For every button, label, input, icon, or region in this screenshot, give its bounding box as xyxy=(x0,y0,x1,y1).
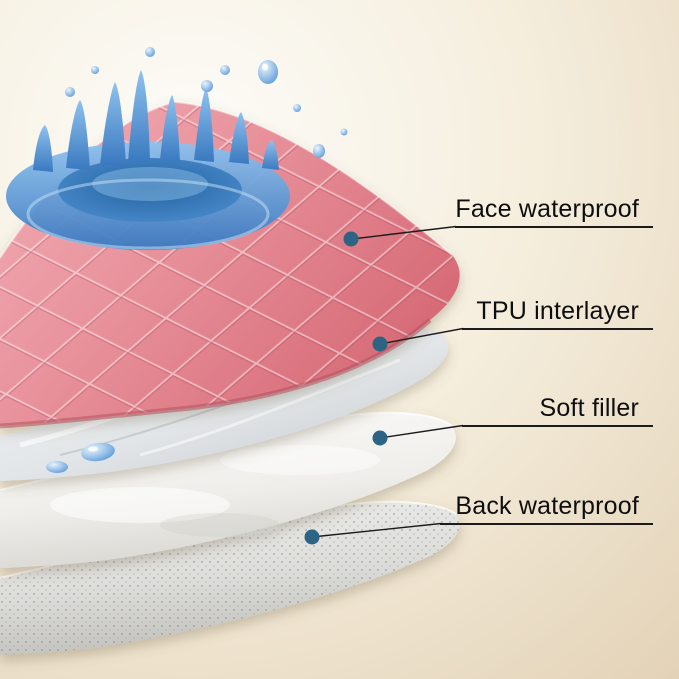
water-droplet xyxy=(340,128,348,136)
callout-underline-tpu xyxy=(462,328,653,330)
callout-line-soft xyxy=(379,424,464,439)
callout-connectors xyxy=(304,225,464,545)
callout-line-tpu xyxy=(379,327,464,345)
callout-dot-tpu xyxy=(372,336,388,352)
callout-underline-face xyxy=(455,226,653,228)
callout-label-face-waterproof: Face waterproof xyxy=(455,195,639,223)
callout-dot-face xyxy=(343,231,359,247)
callout-label-back-waterproof: Back waterproof xyxy=(455,492,639,520)
callout-line-back xyxy=(311,522,442,538)
water-drop xyxy=(46,461,68,473)
callout-line-face xyxy=(351,225,457,240)
callout-underline-back xyxy=(440,523,653,525)
water-droplet xyxy=(91,66,99,74)
callout-label-soft-filler: Soft filler xyxy=(539,394,639,422)
water-droplet xyxy=(258,60,278,84)
callout-label-tpu-interlayer: TPU interlayer xyxy=(476,297,639,325)
water-droplet xyxy=(220,65,230,75)
callout-dot-soft xyxy=(372,430,388,446)
water-droplet xyxy=(313,144,325,158)
callout-dot-back xyxy=(304,529,320,545)
water-droplet xyxy=(201,80,213,92)
water-splash xyxy=(6,47,348,250)
water-droplet xyxy=(65,87,75,97)
water-droplet xyxy=(293,104,301,112)
water-droplet xyxy=(145,47,155,57)
callout-underline-soft xyxy=(462,425,653,427)
soft-filler-layer xyxy=(0,411,456,568)
